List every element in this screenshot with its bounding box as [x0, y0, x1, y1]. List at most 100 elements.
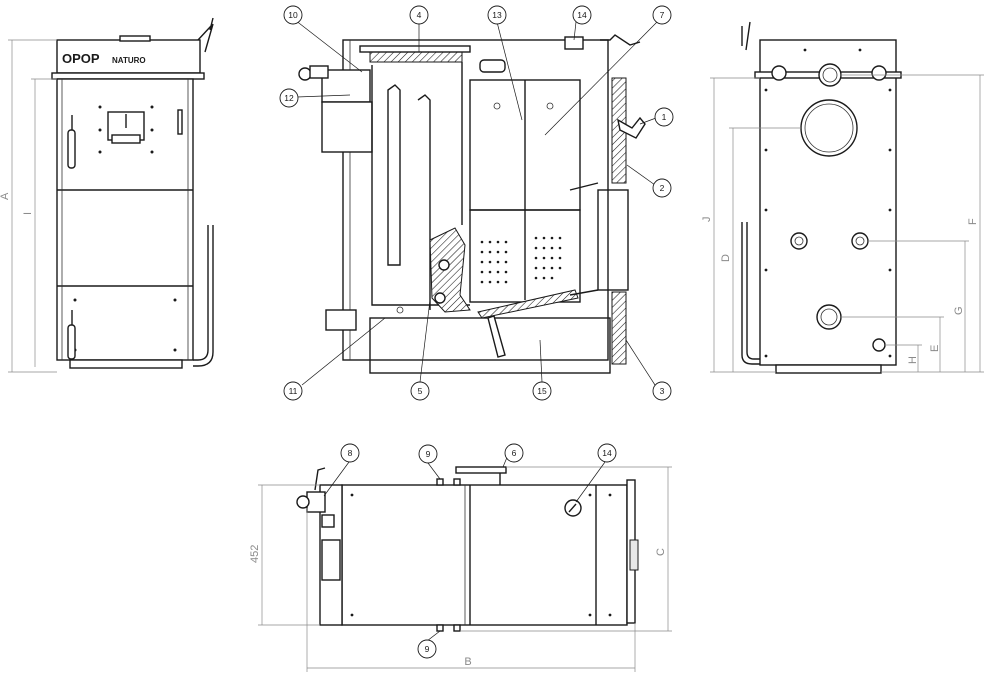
dim-label-e: E [929, 345, 941, 352]
callout-2: 2 [652, 178, 672, 198]
top-flue-collar [321, 539, 341, 581]
dim-label-c: C [655, 548, 667, 556]
rear-lever [741, 21, 751, 51]
dim-label-j: J [701, 217, 713, 223]
rear-rivets [764, 48, 892, 358]
flue-outlet-rear [800, 99, 858, 157]
bottom-fitting-9 [436, 624, 444, 632]
top-handle [455, 466, 507, 474]
callout-4: 4 [409, 5, 429, 25]
air-regulator [617, 116, 646, 139]
rear-port-valve [771, 65, 787, 81]
svg-text:4: 4 [417, 10, 422, 20]
svg-text:9: 9 [425, 644, 430, 654]
svg-text:2: 2 [660, 183, 665, 193]
exchanger-wall [371, 65, 470, 306]
front-handle-lever [197, 17, 214, 53]
rear-port-small [871, 65, 887, 81]
leader-14 [573, 21, 577, 41]
callout-9-bottom: 9 [417, 639, 437, 659]
flue-outlet [321, 101, 373, 153]
front-rivets [73, 105, 177, 352]
callout-14-top: 14 [597, 443, 617, 463]
top-insulation [369, 51, 463, 63]
leader-2 [626, 164, 656, 186]
rear-valve [298, 67, 312, 81]
burner-refractory [429, 227, 471, 313]
magazine-hole [546, 102, 554, 110]
drain [396, 306, 404, 314]
lower-door-insulation [611, 291, 627, 365]
front-base [69, 359, 183, 369]
poker-rod [193, 225, 209, 361]
rear-port-drain [872, 338, 886, 352]
leader-13 [496, 21, 523, 121]
top-valve-body [306, 491, 326, 513]
exchanger-baffle [387, 84, 401, 266]
front-top-panel [56, 39, 201, 74]
brand-model: NATURO [112, 56, 146, 65]
section-view: 10 4 13 14 7 12 1 2 11 5 15 3 [279, 5, 674, 401]
front-top-rim [51, 72, 205, 80]
rear-port-top [818, 63, 842, 87]
top-lever [600, 34, 641, 46]
callout-9-top: 9 [418, 444, 438, 464]
dim-label-g: G [953, 306, 965, 315]
callout-13: 13 [487, 5, 507, 25]
callout-12: 12 [279, 88, 299, 108]
top-plate [359, 45, 471, 53]
callout-10: 10 [283, 5, 303, 25]
control-scale [111, 134, 141, 144]
middle-door [597, 189, 629, 291]
front-view: OPOP NATURO [0, 17, 214, 373]
leader-1 [639, 117, 657, 125]
callout-5: 5 [410, 381, 430, 401]
rear-base [775, 364, 882, 374]
rear-port-mid-left [790, 232, 808, 250]
burner-nozzle [434, 292, 446, 304]
rear-port-top-inner [822, 67, 838, 83]
leader-14-top [575, 461, 606, 503]
svg-text:6: 6 [512, 448, 517, 458]
svg-text:12: 12 [284, 93, 294, 103]
callout-1: 1 [654, 107, 674, 127]
lower-door-handle [67, 324, 76, 360]
dim-label-f: F [967, 218, 979, 225]
callout-14: 14 [572, 5, 592, 25]
callout-7: 7 [652, 5, 672, 25]
svg-text:14: 14 [602, 448, 612, 458]
top-fitting [321, 514, 335, 528]
leader-7 [544, 21, 658, 136]
svg-text:9: 9 [426, 449, 431, 459]
svg-text:5: 5 [418, 386, 423, 396]
front-top-cap [119, 35, 151, 42]
bottom-fitting-9b [453, 624, 461, 632]
exchanger-tube [417, 94, 431, 310]
top-valve [296, 495, 310, 509]
leader-10 [294, 19, 363, 73]
svg-text:11: 11 [289, 386, 298, 396]
svg-text:3: 3 [660, 386, 665, 396]
top-valve-handle [314, 467, 326, 491]
rear-valve-body [309, 65, 329, 79]
callout-3: 3 [652, 381, 672, 401]
top-fitting-9 [436, 478, 444, 486]
door-hinge-lines [569, 182, 599, 296]
rear-port-return-inner [820, 308, 838, 326]
grate-perforations [480, 236, 562, 284]
leader-5 [419, 299, 431, 383]
brand-logo: OPOP [62, 51, 100, 66]
ash-scraper [487, 315, 506, 358]
top-rivets [350, 493, 612, 617]
leader-3 [625, 339, 656, 386]
flue-collar [321, 69, 371, 103]
rear-poker-rod [741, 222, 760, 365]
callout-15: 15 [532, 381, 552, 401]
leader-8 [323, 461, 350, 497]
leader-9-top [427, 462, 441, 480]
front-side-slot [177, 109, 183, 135]
top-inlet [479, 59, 506, 73]
svg-text:1: 1 [662, 112, 667, 122]
callout-6: 6 [504, 443, 524, 463]
